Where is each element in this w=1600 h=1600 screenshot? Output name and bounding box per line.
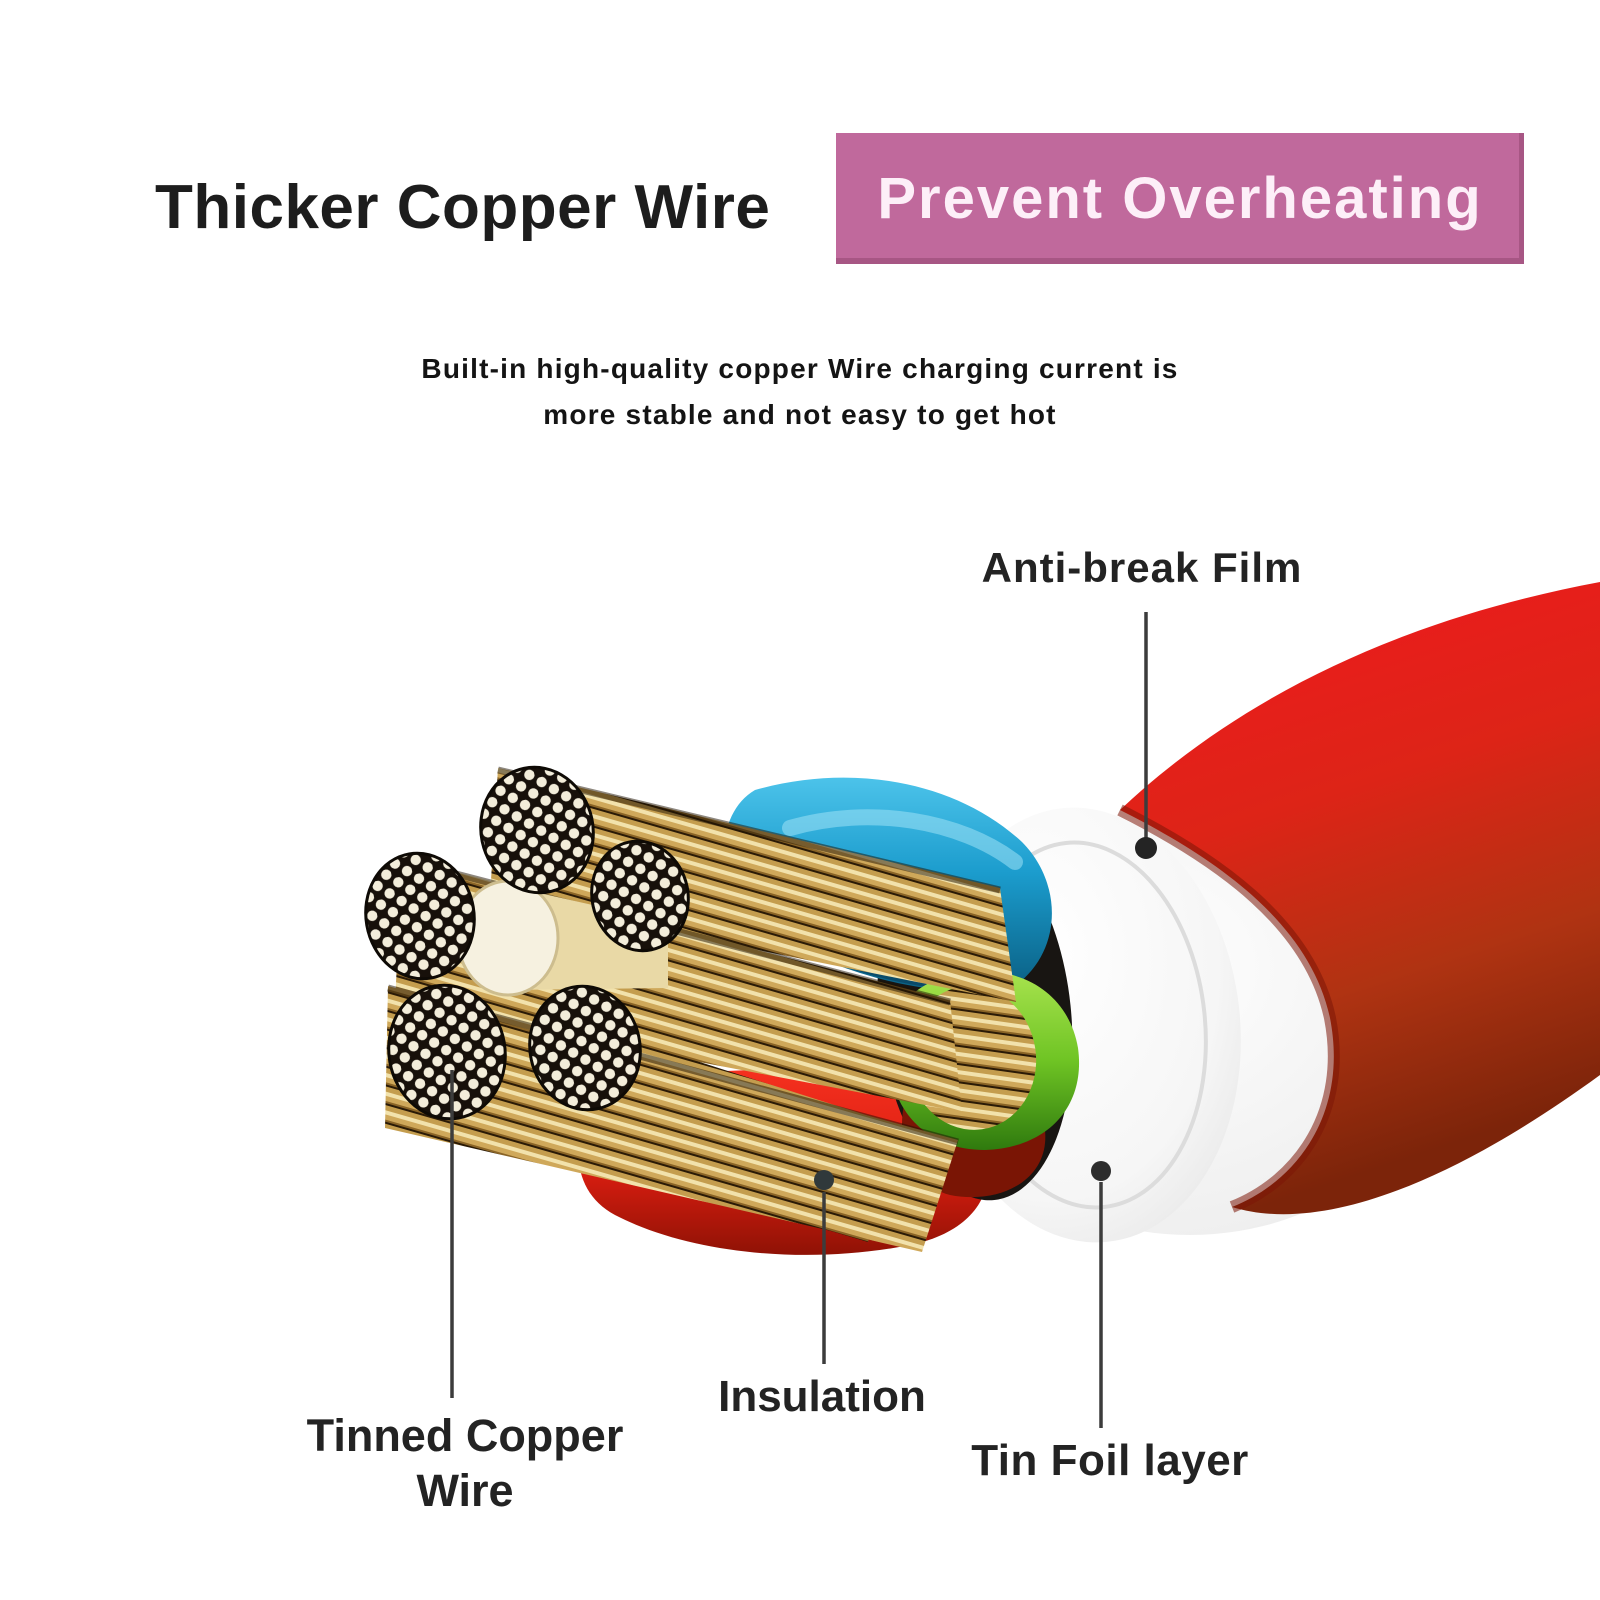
badge-label: Prevent Overheating	[877, 166, 1483, 231]
tinned-copper-tip	[479, 765, 595, 895]
tinned-copper-wire-label-line-1: Tinned Copper	[306, 1410, 624, 1461]
red-jacket	[1120, 582, 1600, 1215]
red-jacket-cut-rim	[1117, 804, 1340, 1213]
insulation-pointer-dot	[814, 1170, 834, 1190]
copper-strand-band	[490, 768, 1016, 1002]
blue-wire-highlight	[782, 809, 1023, 870]
tinned-copper-tip	[590, 839, 690, 953]
subtitle-line-2: more stable and not easy to get hot	[543, 399, 1057, 430]
anti-break-film-label: Anti-break Film	[981, 544, 1303, 591]
page-title: Thicker Copper Wire	[155, 173, 771, 242]
tinned-copper-wire-label: Tinned Copper Wire	[265, 1408, 665, 1518]
tinned-copper-tip	[364, 851, 476, 981]
prevent-overheating-badge: Prevent Overheating	[836, 133, 1524, 264]
anti-break-film-pointer-dot	[1135, 837, 1157, 859]
subtitle-line-1: Built-in high-quality copper Wire chargi…	[421, 353, 1179, 384]
tinned-copper-tips	[364, 765, 690, 1121]
leader-lines	[450, 612, 1148, 1428]
subtitle: Built-in high-quality copper Wire chargi…	[0, 346, 1600, 438]
tinned-copper-tip	[528, 984, 642, 1112]
tin-foil-layer-label: Tin Foil layer	[971, 1436, 1249, 1485]
tinned-copper-wire-label-line-2: Wire	[416, 1465, 514, 1516]
tin-foil-layer-pointer-dot	[1091, 1161, 1111, 1181]
insulation-label: Insulation	[718, 1372, 926, 1421]
tinned-copper-tip	[387, 983, 507, 1121]
